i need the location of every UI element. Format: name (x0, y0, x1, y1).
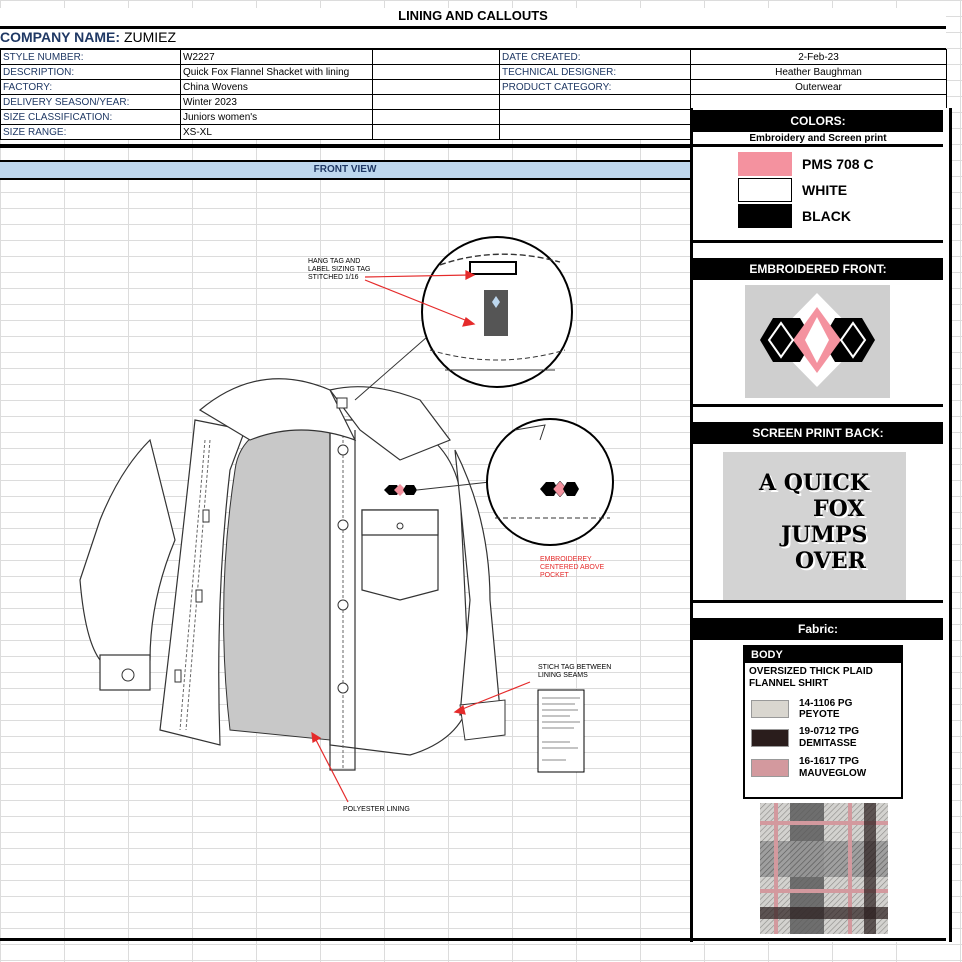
info-label-2 (499, 94, 691, 110)
fabric-description: OVERSIZED THICK PLAID FLANNEL SHIRT (749, 666, 873, 689)
info-label: FACTORY: (0, 79, 181, 95)
fabric-swatch-peyote (751, 700, 789, 718)
screen-print-artwork: A QUICK FOX JUMPS OVER (723, 452, 906, 600)
color-swatch-pink: PMS 708 C (738, 152, 874, 176)
fabric-swatch-row: 14-1106 PG PEYOTE (745, 696, 901, 722)
info-value-2: 2-Feb-23 (690, 49, 947, 65)
fabric-card: BODY OVERSIZED THICK PLAID FLANNEL SHIRT… (743, 645, 903, 799)
info-row: STYLE NUMBER:W2227 DATE CREATED:2-Feb-23 (0, 49, 947, 65)
plaid-fabric-image (760, 803, 888, 934)
right-sleeve (454, 449, 501, 716)
info-value-2: Heather Baughman (690, 64, 947, 80)
embroidery-callout: EMBROIDEREY CENTERED ABOVE POCKET (540, 556, 605, 579)
embroidery-artwork (745, 285, 890, 398)
swatch-black (738, 204, 792, 228)
stitch-tag-callout: STICH TAG BETWEEN LINING SEAMS (538, 664, 612, 679)
print-line-1: A QUICK (759, 470, 869, 496)
info-label: DELIVERY SEASON/YEAR: (0, 94, 181, 110)
info-label-2 (499, 124, 691, 140)
info-blank (372, 64, 500, 80)
info-blank (372, 124, 500, 140)
info-blank (372, 94, 500, 110)
chest-embroidery-mark (384, 484, 417, 496)
info-value: W2227 (180, 49, 373, 65)
info-value: China Wovens (180, 79, 373, 95)
embroidered-front-heading: EMBROIDERED FRONT: (693, 258, 943, 280)
hang-tag-callout: HANG TAG AND LABEL SIZING TAG STITCHED 1… (308, 258, 371, 281)
left-front-panel (159, 419, 246, 746)
colors-subheading: Embroidery and Screen print (749, 133, 887, 144)
fabric-swatch-demitasse (751, 729, 789, 747)
info-row: DESCRIPTION:Quick Fox Flannel Shacket wi… (0, 64, 947, 80)
print-line-3: JUMPS (781, 522, 868, 548)
swatch-white (738, 178, 792, 202)
info-row: FACTORY:China Wovens PRODUCT CATEGORY:Out… (0, 79, 947, 95)
info-label-2: DATE CREATED: (499, 49, 691, 65)
color-swatch-list: PMS 708 C WHITE BLACK (738, 152, 874, 228)
info-label-2 (499, 109, 691, 125)
fabric-heading: Fabric: (693, 618, 943, 640)
info-blank (372, 79, 500, 95)
fabric-swatch-row: 16-1617 TPG MAUVEGLOW (745, 754, 901, 782)
fabric-swatch-row: 19-0712 TPG DEMITASSE (745, 722, 901, 754)
info-label-2: TECHNICAL DESIGNER: (499, 64, 691, 80)
fabric-swatch-mauveglow (751, 759, 789, 777)
screen-print-heading: SCREEN PRINT BACK: (693, 422, 943, 444)
lining-callout: POLYESTER LINING (343, 806, 410, 813)
info-label: STYLE NUMBER: (0, 49, 181, 65)
info-blank (372, 109, 500, 125)
swatch-pms708 (738, 152, 792, 176)
garment-illustration (79, 236, 614, 803)
info-value-2: Outerwear (690, 79, 947, 95)
left-cuff (99, 654, 151, 691)
footer-rule (0, 938, 946, 941)
info-value: Winter 2023 (180, 94, 373, 110)
company-value: ZUMIEZ (123, 29, 177, 45)
info-label: SIZE CLASSIFICATION: (0, 109, 181, 125)
header-rule (0, 144, 690, 148)
info-blank (372, 49, 500, 65)
fabric-section: BODY (745, 647, 901, 663)
info-label: SIZE RANGE: (0, 124, 181, 140)
page-title: LINING AND CALLOUTS (0, 8, 946, 29)
company-row: COMPANY NAME: ZUMIEZ (0, 29, 946, 50)
color-swatch-black: BLACK (738, 204, 874, 228)
left-sleeve (79, 438, 176, 661)
info-value: Juniors women's (180, 109, 373, 125)
color-swatch-white: WHITE (738, 178, 874, 202)
info-value: Quick Fox Flannel Shacket with lining (180, 64, 373, 80)
info-label-2: PRODUCT CATEGORY: (499, 79, 691, 95)
colors-heading: COLORS: (693, 110, 943, 132)
info-value: XS-XL (180, 124, 373, 140)
print-line-2: FOX (813, 496, 865, 522)
lining-panel (223, 419, 331, 741)
company-label: COMPANY NAME: (0, 29, 121, 45)
print-line-4: OVER (795, 548, 866, 574)
front-view-bar: FRONT VIEW (0, 160, 690, 180)
info-row: DELIVERY SEASON/YEAR:Winter 2023 (0, 94, 947, 110)
info-label: DESCRIPTION: (0, 64, 181, 80)
